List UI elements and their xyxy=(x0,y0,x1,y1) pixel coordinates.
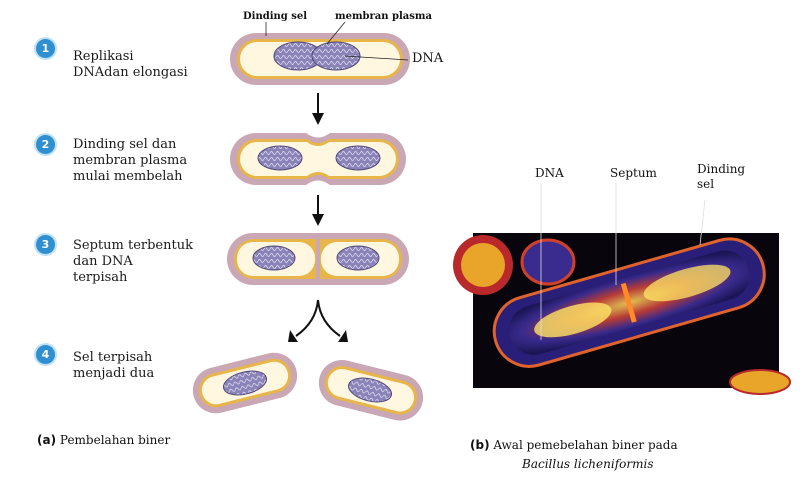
cell-step-2 xyxy=(230,133,406,185)
split-arrows xyxy=(288,299,348,342)
label-dna-top: DNA xyxy=(412,51,444,66)
caption-a-tag: (a) xyxy=(37,433,57,447)
label-cell-wall-micro: Dinding sel xyxy=(697,162,746,191)
label-cell-wall-top: Dinding sel xyxy=(243,11,308,22)
label-dna-micro: DNA xyxy=(535,166,564,180)
caption-a: (a) Pembelahan biner xyxy=(37,433,170,447)
caption-b-text: Awal pemebelahan biner pada xyxy=(493,438,678,452)
step-text-3: Septum terbentuk dan DNA terpisah xyxy=(73,238,193,285)
label-septum: Septum xyxy=(610,166,657,180)
cell-step-3 xyxy=(227,233,409,285)
daughter-cell-left xyxy=(192,352,298,414)
step-text-4: Sel terpisah menjadi dua xyxy=(73,350,155,381)
step-text-1: Replikasi DNAdan elongasi xyxy=(73,49,188,80)
step-badge-1: 1 xyxy=(36,39,55,58)
caption-b-species: Bacillus licheniformis xyxy=(522,457,654,471)
step-badge-3: 3 xyxy=(36,235,55,254)
caption-a-text: Pembelahan biner xyxy=(59,433,171,447)
arrow-2 xyxy=(312,195,324,226)
micrograph xyxy=(453,183,791,395)
step-badge-4: 4 xyxy=(36,345,55,364)
cell-step-1 xyxy=(230,33,410,85)
daughter-cell-right xyxy=(318,359,424,421)
caption-b-tag: (b) xyxy=(470,438,490,452)
step-text-2: Dinding sel dan membran plasma mulai mem… xyxy=(73,137,188,184)
caption-b: (b) Awal pemebelahan biner pada xyxy=(470,438,678,452)
arrow-1 xyxy=(312,93,324,125)
step-badge-2: 2 xyxy=(36,135,55,154)
label-plasma-membrane-top: membran plasma xyxy=(335,11,432,22)
